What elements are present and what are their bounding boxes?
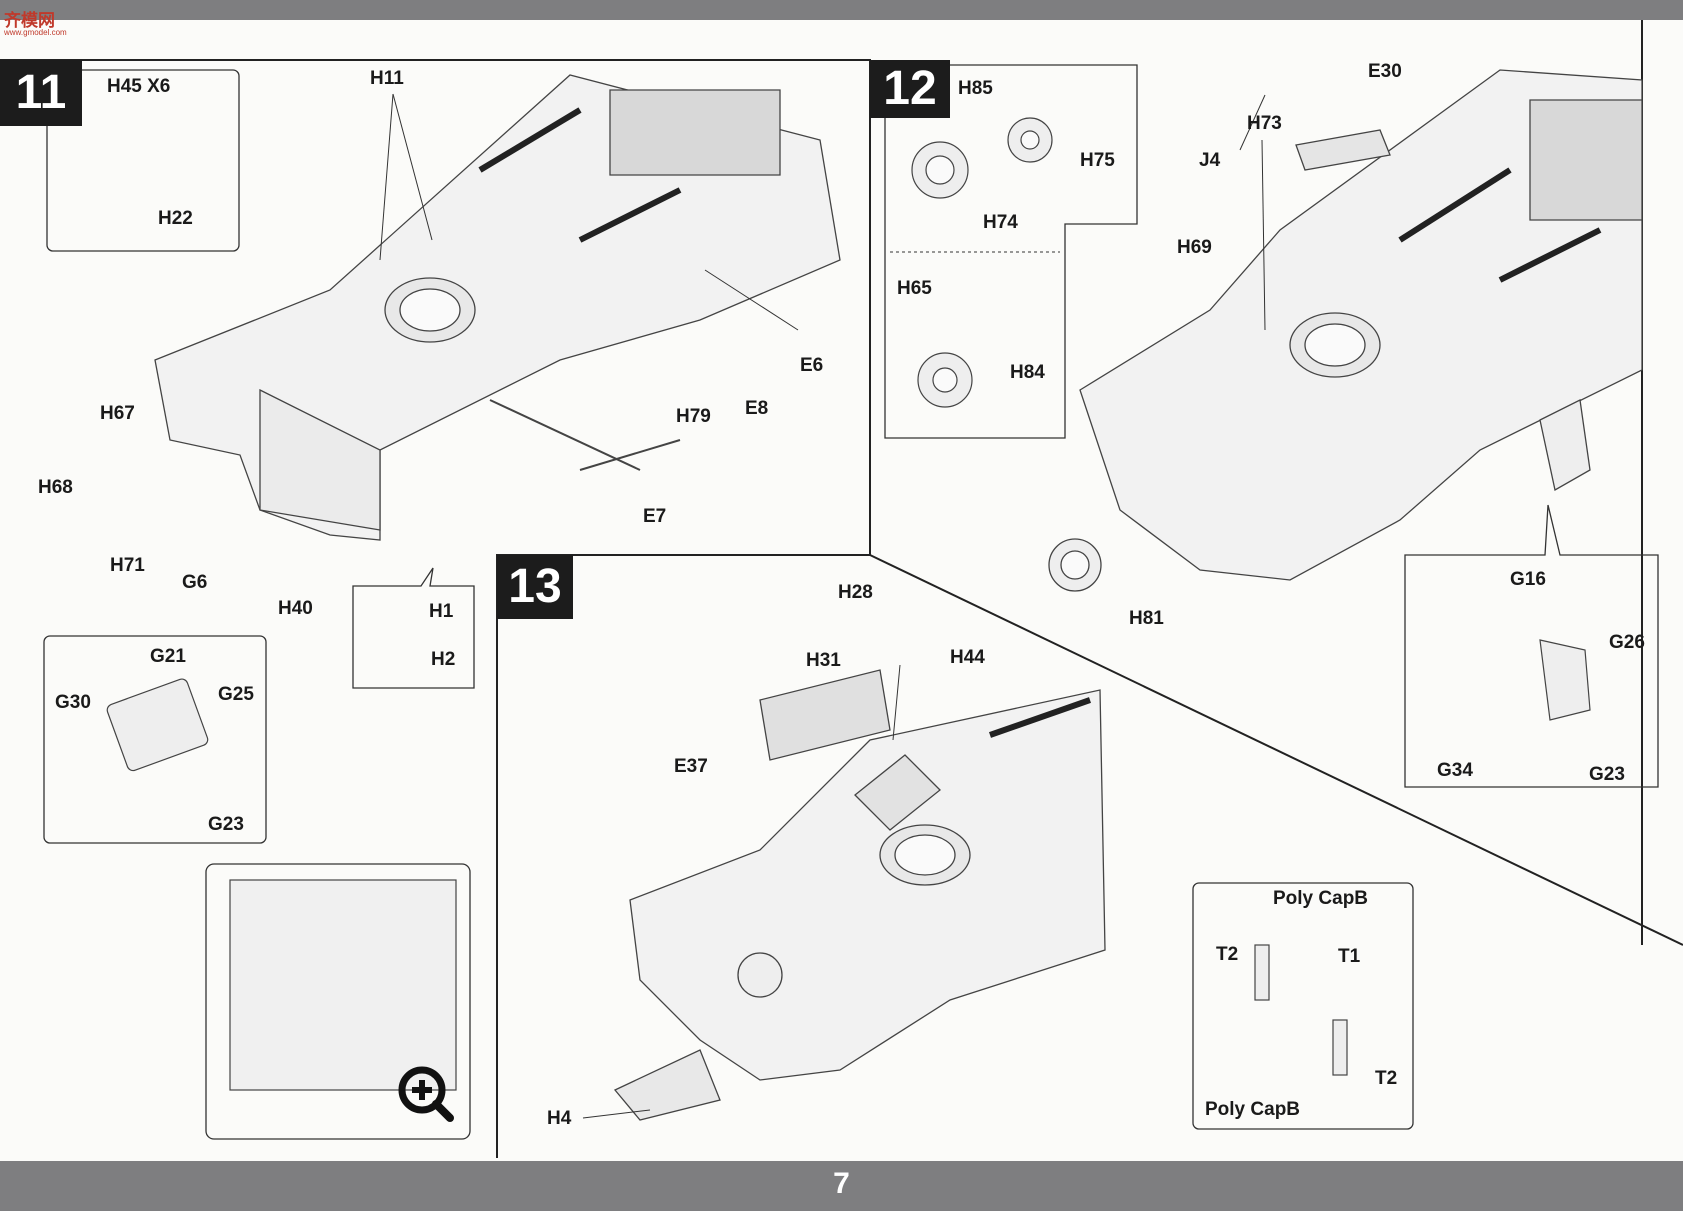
step-12-badge: 12	[870, 60, 950, 118]
part-label: G26	[1609, 632, 1645, 653]
part-label: E37	[674, 756, 708, 777]
part-label: G6	[182, 572, 208, 593]
poly-label: T1	[1338, 946, 1361, 967]
part-label: G25	[218, 684, 254, 705]
part-label: H31	[806, 650, 841, 671]
part-label: E7	[643, 506, 667, 527]
site-url: www.gmodel.com	[4, 28, 67, 37]
part-label: E8	[745, 398, 769, 419]
step-13-badge: 13	[497, 555, 573, 619]
part-label: H73	[1247, 113, 1282, 134]
part-label: H68	[38, 477, 73, 498]
poly-label: T2	[1375, 1068, 1398, 1089]
site-logo: 齐模网	[4, 11, 55, 30]
part-label: H71	[110, 555, 145, 576]
part-label: H28	[838, 582, 873, 603]
poly-label: Poly CapB	[1273, 888, 1369, 909]
part-label: G16	[1510, 569, 1546, 590]
part-label: H79	[676, 406, 711, 427]
part-label: H69	[1177, 237, 1212, 258]
part-label: G30	[55, 692, 91, 713]
part-label: H85	[958, 78, 993, 99]
part-label: H40	[278, 598, 313, 619]
part-label: H84	[1010, 362, 1045, 383]
part-label: H1	[429, 601, 454, 622]
poly-label: Poly CapB	[1205, 1099, 1301, 1120]
part-label: H67	[100, 403, 135, 424]
part-label: H11	[370, 68, 404, 89]
part-label: G23	[208, 814, 244, 835]
top-bar	[0, 0, 1683, 20]
part-label: H4	[547, 1108, 572, 1129]
part-label: H2	[431, 649, 456, 670]
magnify-plus-icon	[398, 1066, 454, 1122]
step-11-badge: 11	[0, 60, 82, 126]
part-label: G21	[150, 646, 186, 667]
part-label: E6	[800, 355, 824, 376]
part-label: E30	[1368, 61, 1402, 82]
part-label: H81	[1129, 608, 1164, 629]
poly-label: T2	[1216, 944, 1239, 965]
part-label: H75	[1080, 150, 1115, 171]
part-label: H22	[158, 208, 193, 229]
part-label: G23	[1589, 764, 1625, 785]
part-label: J4	[1199, 150, 1221, 171]
part-label: H44	[950, 647, 985, 668]
bottom-bar: 7	[0, 1161, 1683, 1211]
part-label: G34	[1437, 760, 1473, 781]
page-number: 7	[833, 1167, 850, 1200]
part-label: H65	[897, 278, 932, 299]
part-label: H45 X6	[107, 76, 171, 97]
part-label: H74	[983, 212, 1018, 233]
